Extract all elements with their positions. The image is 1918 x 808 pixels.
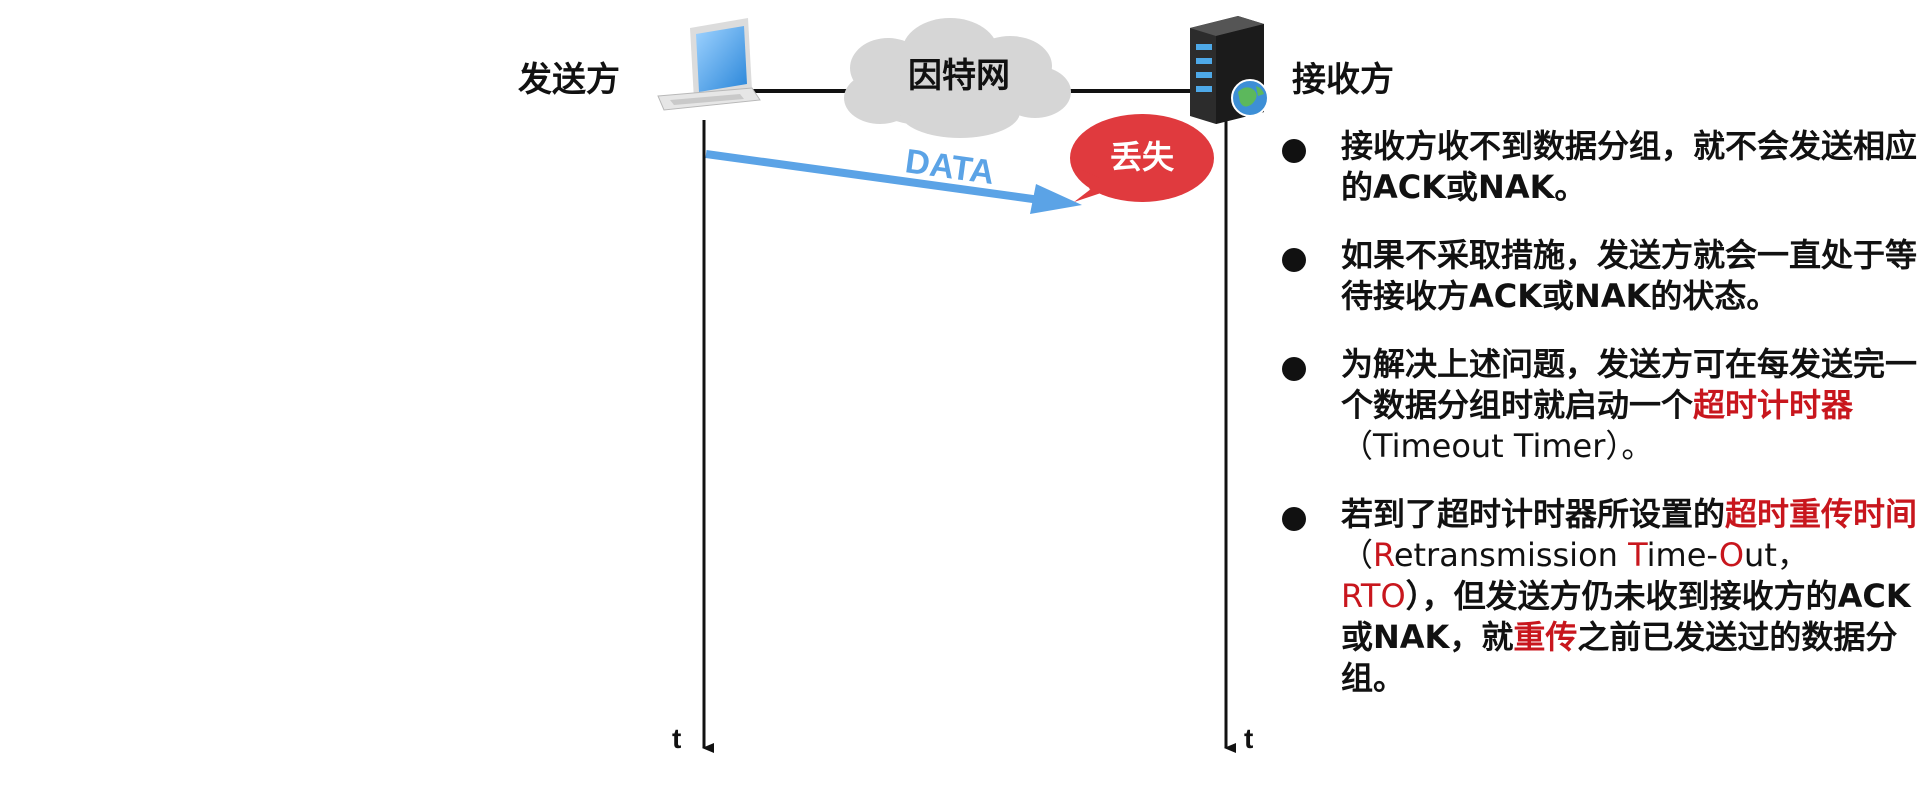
bullet-text: 接收方收不到数据分组，就不会发送相应的ACK或NAK。	[1341, 126, 1918, 208]
receiver-label: 接收方	[1292, 60, 1394, 100]
bullet-item: 若到了超时计时器所设置的超时重传时间 （Retransmission Time-O…	[1278, 494, 1918, 699]
bullet-segment: ut，	[1744, 536, 1809, 574]
bullet-segment: （Timeout Timer）。	[1341, 427, 1654, 465]
bullet-segment: 如果不采取措施，发送方就会一直处于等待接收方ACK或NAK的状态。	[1341, 236, 1918, 315]
bullet-segment: 接收方收不到数据分组，就不会发送相应的ACK或NAK。	[1341, 127, 1918, 206]
globe-icon	[1231, 79, 1269, 117]
bullet-segment: T	[1628, 536, 1647, 574]
bullet-dot	[1282, 139, 1306, 163]
bullet-segment: R	[1373, 536, 1394, 574]
lost-label: 丢失	[1110, 138, 1175, 176]
bullet-item: 如果不采取措施，发送方就会一直处于等待接收方ACK或NAK的状态。	[1278, 235, 1918, 317]
internet-label: 因特网	[908, 56, 1010, 96]
bullet-item: 为解决上述问题，发送方可在每发送完一个数据分组时就启动一个超时计时器 （Timeo…	[1278, 344, 1918, 467]
bullet-segment: O	[1718, 536, 1745, 574]
bullet-segment: 超时计时器	[1693, 386, 1854, 424]
bullet-segment: 为解决上述问题，发送方可在每发送完一个数据分组时就启动一个	[1341, 345, 1918, 424]
explanation-list: 接收方收不到数据分组，就不会发送相应的ACK或NAK。如果不采取措施，发送方就会…	[1278, 126, 1918, 726]
bullet-segment: 若到了超时计时器所设置的	[1341, 495, 1726, 533]
bullet-segment: ），但发送方仍未收到接收方的ACK或NAK，就	[1341, 577, 1911, 656]
cloud-icon	[844, 18, 1071, 138]
bullet-text: 为解决上述问题，发送方可在每发送完一个数据分组时就启动一个超时计时器 （Timeo…	[1341, 344, 1918, 467]
bullet-dot	[1282, 248, 1306, 272]
bullet-text: 若到了超时计时器所设置的超时重传时间 （Retransmission Time-O…	[1341, 494, 1918, 699]
lost-speech-bubble	[1070, 114, 1214, 202]
bullet-segment: （	[1341, 536, 1374, 574]
bullet-segment: 重传	[1513, 618, 1578, 656]
receiver-time-label: t	[1244, 723, 1253, 754]
sender-time-label: t	[672, 723, 681, 754]
sender-label: 发送方	[518, 60, 620, 100]
bullet-dot	[1282, 507, 1306, 531]
bullet-segment: ime-	[1646, 536, 1719, 574]
bullet-dot	[1282, 357, 1306, 381]
bullet-text: 如果不采取措施，发送方就会一直处于等待接收方ACK或NAK的状态。	[1341, 235, 1918, 317]
bullet-item: 接收方收不到数据分组，就不会发送相应的ACK或NAK。	[1278, 126, 1918, 208]
bullet-segment: RTO	[1341, 577, 1406, 615]
bullet-segment: 之前已发送过的数据分组。	[1341, 618, 1898, 697]
bullet-segment: 超时重传时间	[1725, 495, 1918, 533]
laptop-icon	[657, 18, 761, 111]
bullet-segment: etransmission	[1393, 536, 1629, 574]
data-arrow	[705, 150, 1082, 214]
